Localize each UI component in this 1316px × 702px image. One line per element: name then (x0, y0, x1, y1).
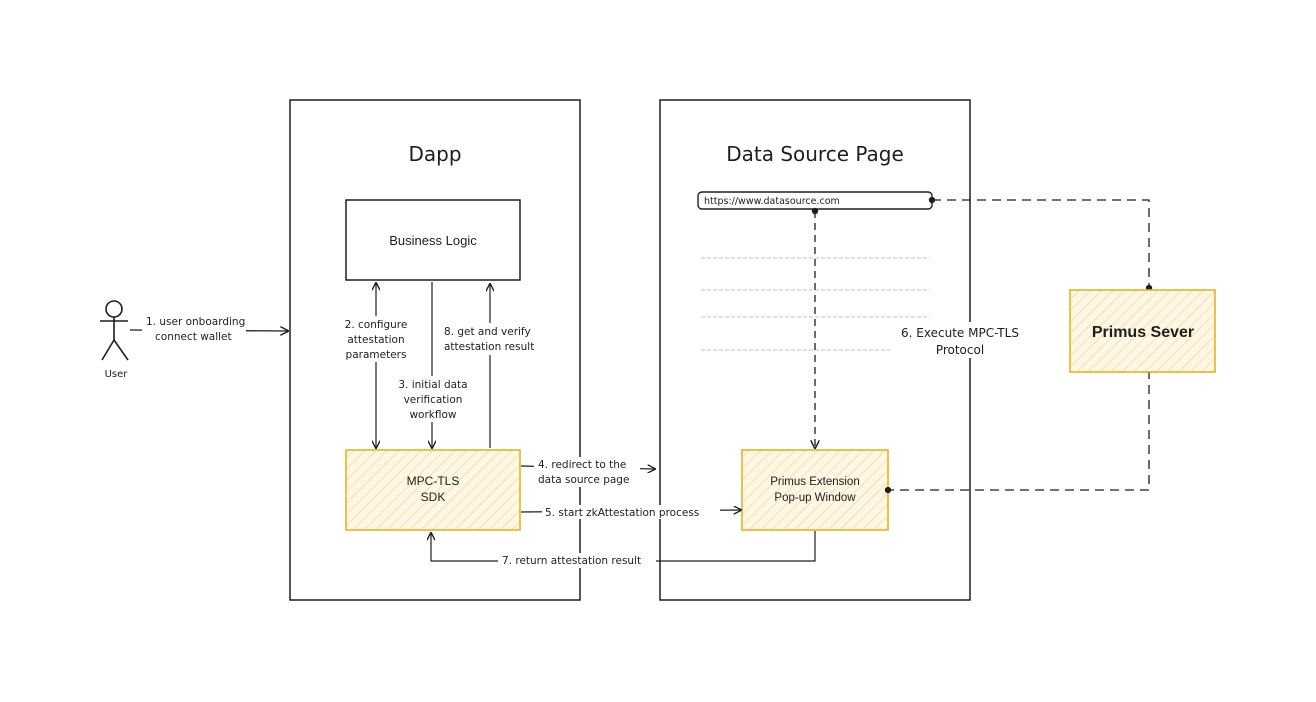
dashed-url-to-server (928, 196, 1153, 292)
server-label: Primus Sever (1092, 324, 1194, 341)
step-1-label: 1. user onboarding connect wallet (142, 314, 246, 346)
user-head-icon (105, 300, 123, 318)
step-5-label: 5. start zkAttestation process (542, 505, 720, 519)
svg-text:5. start zkAttestation process: 5. start zkAttestation process (545, 507, 699, 519)
svg-text:workflow: workflow (409, 409, 456, 421)
svg-text:verification: verification (404, 394, 463, 406)
user-actor (100, 300, 129, 361)
user-label: User (105, 369, 129, 380)
dapp-container (289, 99, 581, 601)
primus-extension-box (741, 449, 889, 531)
sdk-label-line2: SDK (421, 490, 446, 504)
step-3-label: 3. initial data verification workflow (398, 376, 468, 422)
business-logic-box (345, 199, 521, 281)
extension-label-line1: Primus Extension (770, 476, 859, 488)
svg-text:1. user onboarding: 1. user onboarding (146, 316, 245, 328)
dapp-title: Dapp (408, 142, 461, 166)
step-7-label: 7. return attestation result (498, 553, 656, 568)
datasource-title: Data Source Page (726, 142, 904, 166)
sdk-label-line1: MPC-TLS (407, 474, 460, 488)
step-6-label: 6. Execute MPC-TLS Protocol (890, 322, 1030, 358)
svg-text:6. Execute MPC-TLS: 6. Execute MPC-TLS (901, 326, 1019, 340)
mpc-tls-sdk-box (345, 449, 521, 531)
svg-text:connect wallet: connect wallet (155, 331, 232, 343)
step-8-label: 8. get and verify attestation result (440, 323, 544, 355)
business-logic-label: Business Logic (389, 233, 477, 248)
url-text: https://www.datasource.com (704, 196, 840, 207)
svg-text:3. initial data: 3. initial data (398, 379, 467, 391)
svg-text:7. return attestation result: 7. return attestation result (502, 555, 641, 567)
svg-text:8. get and verify: 8. get and verify (444, 326, 531, 338)
dashed-server-to-extension (884, 366, 1153, 494)
step-2-label: 2. configure attestation parameters (336, 316, 416, 362)
step-4-label: 4. redirect to the data source page (534, 457, 640, 487)
svg-text:2. configure: 2. configure (345, 319, 408, 331)
svg-text:parameters: parameters (346, 349, 407, 361)
svg-text:data source page: data source page (538, 474, 629, 486)
svg-text:Protocol: Protocol (936, 343, 984, 357)
svg-text:attestation result: attestation result (444, 341, 534, 353)
extension-label-line2: Pop-up Window (774, 492, 856, 504)
svg-text:4. redirect to the: 4. redirect to the (538, 459, 626, 471)
svg-text:attestation: attestation (347, 334, 404, 346)
primus-server-box (1069, 289, 1216, 373)
